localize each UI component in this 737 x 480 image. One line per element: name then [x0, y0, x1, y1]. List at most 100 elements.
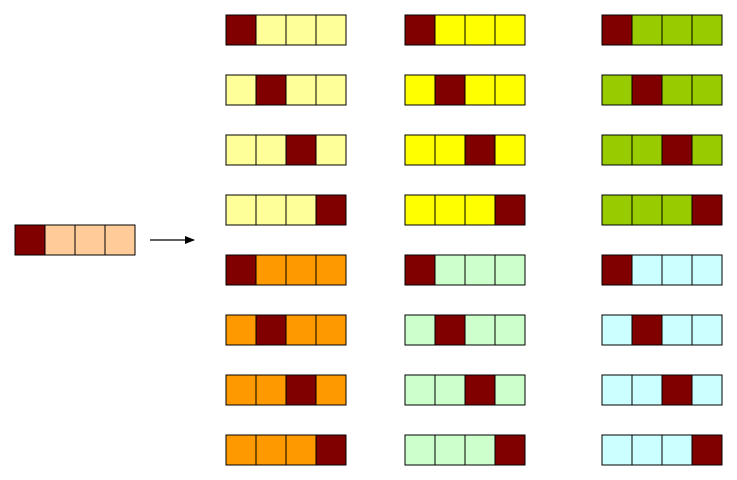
output-cell-row — [225, 74, 347, 106]
cell — [225, 134, 257, 166]
cell — [285, 74, 317, 106]
cell — [404, 74, 436, 106]
output-cell-row — [404, 194, 526, 226]
cell — [74, 224, 106, 256]
highlighted-cell — [631, 314, 663, 346]
cell — [601, 314, 633, 346]
cell — [404, 314, 436, 346]
cell — [464, 254, 496, 286]
cell — [404, 374, 436, 406]
output-cell-row — [404, 314, 526, 346]
highlighted-cell — [464, 134, 496, 166]
highlighted-cell — [661, 374, 693, 406]
cell — [601, 134, 633, 166]
output-cell-row — [404, 434, 526, 466]
cell — [631, 254, 663, 286]
cell — [315, 314, 347, 346]
cell — [285, 194, 317, 226]
highlighted-cell — [691, 434, 723, 466]
cell — [691, 74, 723, 106]
highlighted-cell — [255, 74, 287, 106]
output-cell-row — [601, 254, 723, 286]
cell — [494, 254, 526, 286]
highlighted-cell — [494, 434, 526, 466]
cell — [315, 254, 347, 286]
cell — [464, 314, 496, 346]
output-cell-row — [404, 134, 526, 166]
cell — [601, 194, 633, 226]
output-cell-row — [404, 254, 526, 286]
cell — [404, 434, 436, 466]
cell — [225, 374, 257, 406]
highlighted-cell — [225, 254, 257, 286]
highlighted-cell — [315, 194, 347, 226]
cell — [255, 434, 287, 466]
highlighted-cell — [691, 194, 723, 226]
highlighted-cell — [601, 14, 633, 46]
cell — [494, 14, 526, 46]
highlighted-cell — [14, 224, 46, 256]
cell — [315, 374, 347, 406]
output-cell-row — [225, 194, 347, 226]
cell — [601, 434, 633, 466]
cell — [44, 224, 76, 256]
highlighted-cell — [631, 74, 663, 106]
cell — [404, 194, 436, 226]
cell — [434, 254, 466, 286]
cell — [225, 314, 257, 346]
cell — [255, 254, 287, 286]
cell — [225, 434, 257, 466]
cell — [464, 74, 496, 106]
cell — [691, 134, 723, 166]
output-cell-row — [225, 314, 347, 346]
highlighted-cell — [661, 134, 693, 166]
cell — [631, 134, 663, 166]
cell — [315, 74, 347, 106]
cell — [631, 14, 663, 46]
output-cell-row — [225, 434, 347, 466]
cell — [631, 374, 663, 406]
cell — [494, 314, 526, 346]
cell — [494, 74, 526, 106]
cell — [285, 254, 317, 286]
cell — [631, 194, 663, 226]
cell — [494, 374, 526, 406]
output-grid — [225, 14, 723, 466]
output-cell-row — [601, 434, 723, 466]
input-cell-row — [14, 224, 136, 256]
cell — [661, 314, 693, 346]
cell — [691, 374, 723, 406]
cell — [404, 134, 436, 166]
highlighted-cell — [434, 314, 466, 346]
cell — [691, 254, 723, 286]
highlighted-cell — [494, 194, 526, 226]
output-cell-row — [601, 314, 723, 346]
cell — [601, 374, 633, 406]
highlighted-cell — [225, 14, 257, 46]
output-cell-row — [601, 14, 723, 46]
output-cell-row — [601, 74, 723, 106]
output-cell-row — [225, 374, 347, 406]
cell — [434, 374, 466, 406]
highlighted-cell — [434, 74, 466, 106]
output-cell-row — [404, 374, 526, 406]
cell — [315, 134, 347, 166]
cell — [285, 314, 317, 346]
cell — [434, 434, 466, 466]
output-cell-row — [601, 134, 723, 166]
cell — [661, 434, 693, 466]
cell — [255, 194, 287, 226]
highlighted-cell — [404, 14, 436, 46]
cell — [225, 194, 257, 226]
cell — [661, 14, 693, 46]
output-cell-row — [225, 134, 347, 166]
highlighted-cell — [285, 374, 317, 406]
cell — [661, 74, 693, 106]
cell — [255, 134, 287, 166]
highlighted-cell — [285, 134, 317, 166]
cell — [225, 74, 257, 106]
cell — [464, 14, 496, 46]
cell — [104, 224, 136, 256]
cell — [464, 434, 496, 466]
